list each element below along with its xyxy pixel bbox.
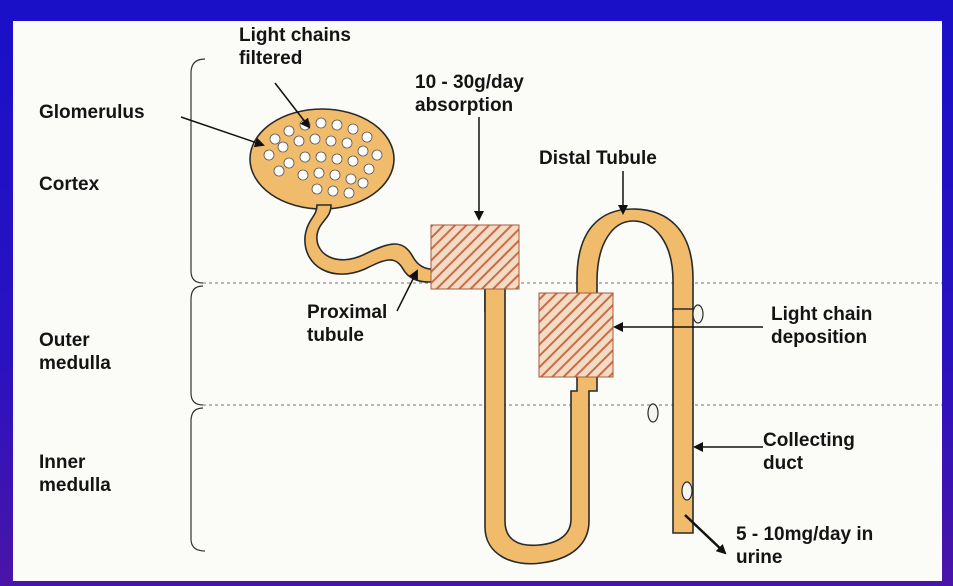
arrow-glomerulus [181,117,263,145]
deposition-hatch-block [539,293,613,377]
light-chains-filtered-label: Light chains filtered [239,24,351,70]
light-chain-deposition-label: Light chain deposition [771,303,872,349]
absorption-label: 10 - 30g/day absorption [415,71,524,117]
arrow-urine [685,515,725,553]
cortex-label: Cortex [39,173,99,196]
inner-medulla-brace [191,408,205,551]
slide-panel: Light chains filtered Glomerulus Cortex … [13,21,942,581]
absorption-hatch-block [431,225,519,289]
collecting-duct-shape [673,309,693,533]
glomerulus-shape [250,109,394,209]
outer-medulla-label: Outer medulla [39,329,111,375]
cortex-brace [191,59,205,283]
inner-medulla-label: Inner medulla [39,451,111,497]
distal-tubule-label: Distal Tubule [539,147,657,170]
outer-medulla-brace [191,286,203,405]
collecting-duct-label: Collecting duct [763,429,855,475]
urine-label: 5 - 10mg/day in urine [736,523,873,569]
proximal-tubule-label: Proximal tubule [307,301,387,347]
glomerulus-label: Glomerulus [39,101,145,124]
arrow-proximal-tubule [397,271,417,311]
